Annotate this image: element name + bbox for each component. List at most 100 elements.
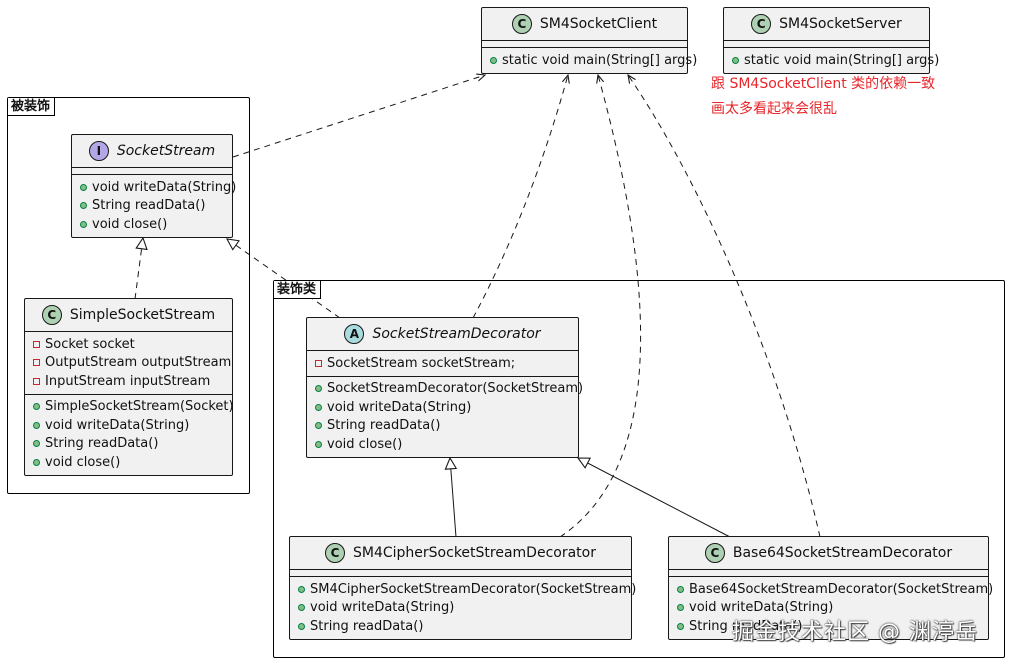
methods-section: void writeData(String) String readData()… bbox=[72, 174, 236, 237]
public-icon bbox=[677, 622, 684, 630]
method-label: String readData() bbox=[689, 618, 803, 634]
class-sm4socketclient[interactable]: C SM4SocketClient static void main(Strin… bbox=[481, 7, 697, 74]
class-name: SM4SocketServer bbox=[779, 16, 902, 32]
interface-i-icon: I bbox=[88, 141, 109, 161]
methods-section: static void main(String[] args) bbox=[724, 47, 939, 73]
dependency-socketstream-to-client bbox=[232, 75, 485, 158]
package-decorators-title: 装饰类 bbox=[274, 281, 322, 299]
method-row: SimpleSocketStream(Socket) bbox=[33, 398, 234, 417]
method-row: SM4CipherSocketStreamDecorator(SocketStr… bbox=[298, 580, 636, 599]
method-label: Base64SocketStreamDecorator(SocketStream… bbox=[689, 581, 994, 597]
method-row: void close() bbox=[33, 453, 224, 472]
method-row: void close() bbox=[315, 435, 570, 454]
dependency-decorator-to-client bbox=[472, 75, 568, 319]
public-icon bbox=[33, 458, 40, 466]
class-header: C SimpleSocketStream bbox=[25, 299, 232, 332]
field-row: Socket socket bbox=[33, 335, 224, 354]
method-label: void writeData(String) bbox=[327, 399, 472, 415]
private-icon bbox=[33, 340, 40, 348]
method-row: String readData() bbox=[33, 435, 224, 454]
public-icon bbox=[490, 56, 497, 64]
field-label: InputStream inputStream bbox=[45, 373, 211, 389]
class-sm4ciphersocketstreamdecorator[interactable]: C SM4CipherSocketStreamDecorator SM4Ciph… bbox=[289, 536, 636, 640]
public-icon bbox=[33, 403, 40, 411]
method-row: String readData() bbox=[298, 617, 623, 636]
method-row: void writeData(String) bbox=[677, 599, 980, 618]
method-label: void writeData(String) bbox=[310, 600, 455, 616]
class-base64socketstreamdecorator[interactable]: C Base64SocketStreamDecorator Base64Sock… bbox=[668, 536, 993, 640]
field-row: InputStream inputStream bbox=[33, 372, 224, 391]
method-label: String readData() bbox=[45, 436, 159, 452]
method-row: static void main(String[] args) bbox=[732, 51, 939, 70]
method-row: String readData() bbox=[315, 417, 570, 436]
public-icon bbox=[315, 385, 322, 393]
methods-section: SocketStreamDecorator(SocketStream) void… bbox=[307, 375, 583, 457]
note-line-1: 跟 SM4SocketClient 类的依赖一致 bbox=[711, 76, 936, 92]
method-label: static void main(String[] args) bbox=[502, 52, 698, 68]
class-c-icon: C bbox=[751, 14, 772, 34]
method-row: void writeData(String) bbox=[315, 398, 570, 417]
public-icon bbox=[677, 585, 684, 593]
interface-socketstream[interactable]: I SocketStream void writeData(String) St… bbox=[71, 134, 236, 238]
field-label: Socket socket bbox=[45, 336, 135, 352]
method-label: SimpleSocketStream(Socket) bbox=[45, 399, 234, 415]
abstract-a-icon: A bbox=[344, 324, 365, 344]
field-row: SocketStream socketStream; bbox=[315, 354, 570, 373]
public-icon bbox=[298, 604, 305, 612]
class-header: C SM4CipherSocketStreamDecorator bbox=[290, 537, 631, 570]
class-header: C Base64SocketStreamDecorator bbox=[669, 537, 988, 570]
methods-section: SM4CipherSocketStreamDecorator(SocketStr… bbox=[290, 576, 636, 639]
method-label: void writeData(String) bbox=[689, 600, 834, 616]
class-name: SimpleSocketStream bbox=[69, 307, 216, 323]
method-row: SocketStreamDecorator(SocketStream) bbox=[315, 380, 583, 399]
public-icon bbox=[732, 56, 739, 64]
class-simplesocketstream[interactable]: C SimpleSocketStream Socket socket Outpu… bbox=[24, 298, 234, 476]
watermark: 掘金技术社区 @ 渊渟岳 bbox=[732, 620, 978, 645]
public-icon bbox=[298, 585, 305, 593]
public-icon bbox=[315, 403, 322, 411]
class-c-icon: C bbox=[511, 14, 532, 34]
class-name: SM4CipherSocketStreamDecorator bbox=[353, 545, 596, 561]
public-icon bbox=[315, 440, 322, 448]
public-icon bbox=[80, 220, 87, 228]
methods-section: Base64SocketStreamDecorator(SocketStream… bbox=[669, 576, 993, 639]
public-icon bbox=[33, 421, 40, 429]
package-decorators: 装饰类 bbox=[273, 280, 1005, 658]
method-label: void close() bbox=[45, 454, 121, 470]
abstract-socketstreamdecorator[interactable]: A SocketStreamDecorator SocketStream soc… bbox=[306, 317, 583, 458]
methods-section: SimpleSocketStream(Socket) void writeDat… bbox=[25, 393, 234, 475]
class-name: SM4SocketClient bbox=[539, 16, 658, 32]
realization-decorator-to-socketstream bbox=[227, 239, 341, 319]
public-icon bbox=[315, 422, 322, 430]
methods-section: static void main(String[] args) bbox=[482, 47, 697, 73]
fields-section: Socket socket OutputStream outputStream … bbox=[25, 332, 232, 394]
method-label: void close() bbox=[92, 216, 168, 232]
method-row: void close() bbox=[80, 215, 224, 234]
method-label: void writeData(String) bbox=[45, 417, 190, 433]
method-row: Base64SocketStreamDecorator(SocketStream… bbox=[677, 580, 993, 599]
dependency-sm4decorator-to-client bbox=[559, 75, 642, 538]
class-name: SocketStream bbox=[116, 143, 216, 159]
method-label: static void main(String[] args) bbox=[744, 52, 940, 68]
class-sm4socketserver[interactable]: C SM4SocketServer static void main(Strin… bbox=[723, 7, 939, 74]
public-icon bbox=[33, 440, 40, 448]
method-row: String readData() bbox=[80, 197, 224, 216]
class-name: SocketStreamDecorator bbox=[372, 326, 541, 342]
generalization-sm4-to-decorator bbox=[450, 458, 456, 538]
package-decorated-title: 被装饰 bbox=[8, 98, 56, 116]
class-c-icon: C bbox=[325, 543, 345, 563]
method-label: String readData() bbox=[310, 618, 424, 634]
class-header: A SocketStreamDecorator bbox=[307, 318, 578, 351]
method-row: String readData() bbox=[677, 617, 980, 636]
class-header: C SM4SocketServer bbox=[724, 8, 929, 41]
field-label: SocketStream socketStream; bbox=[327, 355, 516, 371]
field-row: OutputStream outputStream bbox=[33, 354, 231, 373]
class-name: Base64SocketStreamDecorator bbox=[732, 545, 953, 561]
method-row: void writeData(String) bbox=[80, 178, 236, 197]
method-label: String readData() bbox=[327, 418, 441, 434]
method-label: void writeData(String) bbox=[92, 179, 237, 195]
field-label: OutputStream outputStream bbox=[45, 355, 232, 371]
note-line-2: 画太多看起来会很乱 bbox=[711, 101, 837, 117]
package-decorated: 被装饰 bbox=[7, 97, 250, 494]
generalization-base64-to-decorator bbox=[578, 458, 731, 538]
